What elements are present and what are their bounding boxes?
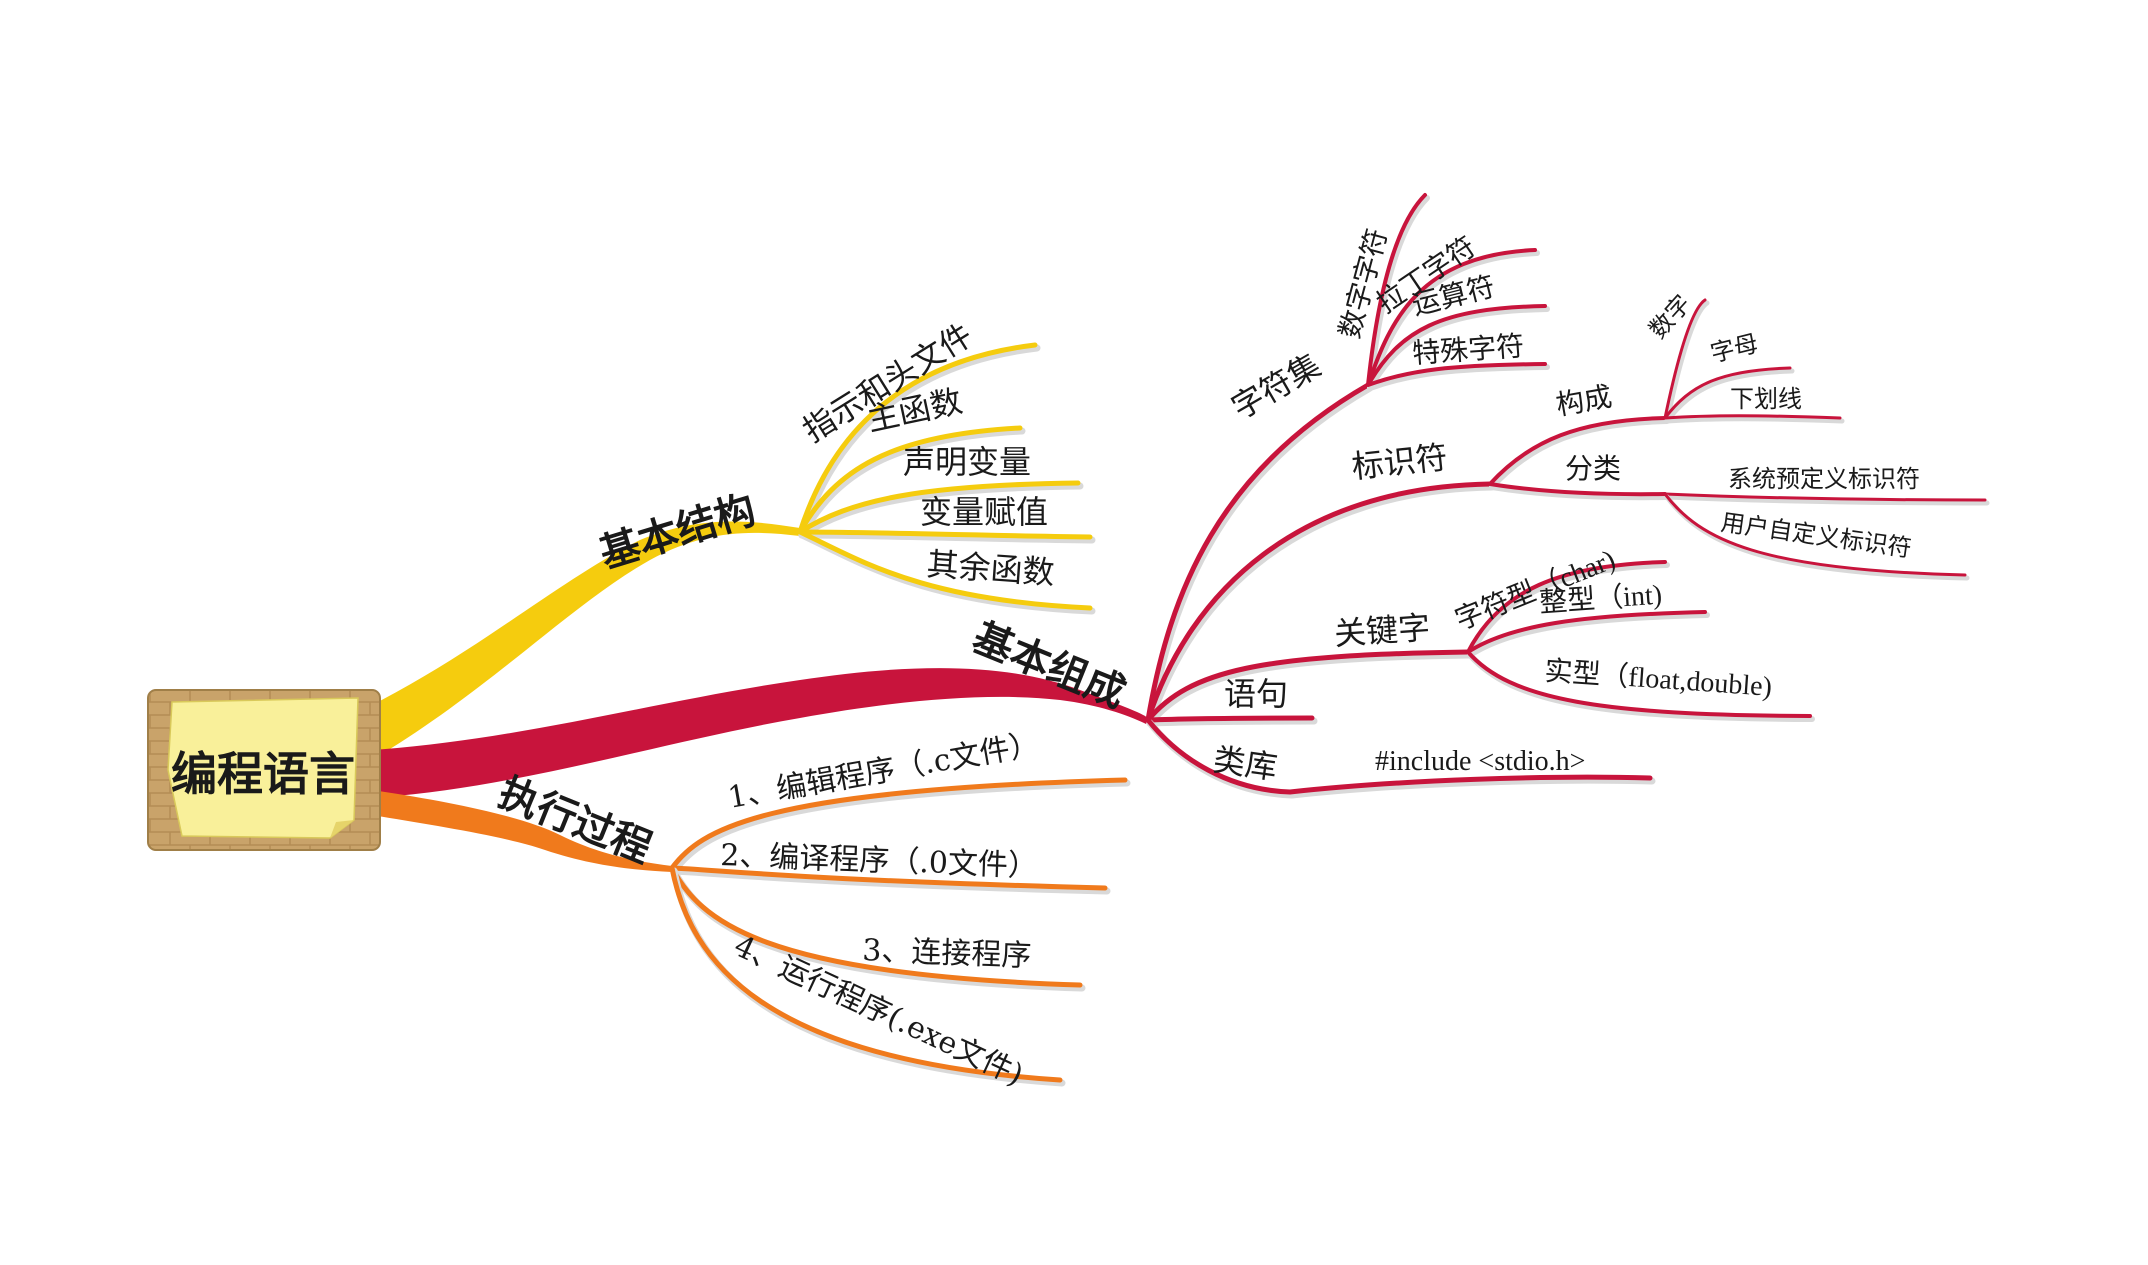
structure-lines — [797, 342, 1096, 615]
line-category-1 — [1663, 492, 1987, 502]
line-charset-1-shadow — [1367, 195, 1430, 391]
line-composition-1 — [1663, 298, 1707, 420]
line-keyword-1-shadow — [1467, 562, 1670, 658]
line-charset-2 — [1366, 248, 1537, 387]
line-composition-3 — [1663, 414, 1842, 420]
label-charset-item-4[interactable]: 特殊字符 — [1411, 329, 1525, 370]
line-structure-3 — [797, 480, 1081, 535]
line-charset-4 — [1366, 362, 1547, 387]
line-composition-1-shadow — [1664, 300, 1710, 424]
line-execution-2 — [669, 865, 1108, 891]
labels: 基本结构 基本组成 执行过程 指示和头文件 主函数 声明变量 变量赋值 其余函数… — [492, 225, 1920, 1093]
label-library[interactable]: 类库 — [1211, 740, 1280, 787]
line-composition-shadow — [1489, 418, 1670, 490]
label-structure-item-3[interactable]: 声明变量 — [903, 443, 1031, 481]
label-composition[interactable]: 构成 — [1553, 380, 1614, 422]
line-structure-2-shadow — [798, 427, 1026, 539]
root-label: 编程语言 — [171, 747, 355, 801]
label-category-item-2[interactable]: 用户自定义标识符 — [1719, 508, 1913, 562]
line-keyword-1 — [1466, 560, 1667, 654]
line-execution-3 — [669, 865, 1083, 988]
line-charset — [1145, 382, 1371, 723]
line-execution-4 — [669, 865, 1063, 1083]
line-category — [1488, 482, 1667, 497]
line-execution-1-shadow — [670, 779, 1131, 875]
line-identifier-shadow — [1146, 483, 1496, 727]
label-category[interactable]: 分类 — [1565, 452, 1621, 485]
label-keyword[interactable]: 关键字 — [1333, 608, 1431, 653]
line-structure-4 — [797, 529, 1093, 540]
line-identifier — [1145, 481, 1493, 723]
line-execution-1 — [669, 777, 1128, 871]
label-statement[interactable]: 语句 — [1224, 675, 1288, 713]
root-node[interactable]: 编程语言 — [147, 689, 381, 851]
line-composition — [1488, 416, 1667, 486]
line-composition-2 — [1663, 366, 1792, 420]
line-charset-4-shadow — [1367, 364, 1550, 391]
line-statement-shadow — [1146, 717, 1318, 727]
sticky-note-curl — [330, 820, 354, 838]
line-charset-3 — [1366, 304, 1547, 387]
execution-lines — [669, 777, 1131, 1087]
label-library-item-1[interactable]: #include <stdio.h> — [1375, 746, 1585, 777]
line-category-2 — [1663, 492, 1967, 577]
components-lines — [1145, 193, 1990, 799]
line-structure-1-shadow — [798, 344, 1041, 539]
line-category-1-shadow — [1664, 494, 1990, 506]
line-library — [1145, 717, 1653, 795]
label-identifier[interactable]: 标识符 — [1350, 438, 1449, 486]
label-execution-item-3[interactable]: 3、连接程序 — [862, 933, 1032, 974]
label-composition-item-3[interactable]: 下划线 — [1730, 385, 1802, 413]
branch-execution — [372, 790, 672, 872]
line-keyword — [1145, 649, 1471, 723]
label-structure-item-4[interactable]: 变量赋值 — [920, 493, 1048, 531]
label-structure-item-5[interactable]: 其余函数 — [925, 545, 1055, 592]
main-branches — [372, 521, 1148, 872]
line-charset-3-shadow — [1367, 306, 1550, 391]
line-structure-3-shadow — [798, 482, 1084, 539]
label-execution-item-1[interactable]: 1、编辑程序（.c文件） — [725, 727, 1042, 816]
line-charset-shadow — [1146, 384, 1374, 727]
line-composition-2-shadow — [1664, 368, 1795, 424]
label-composition-item-2[interactable]: 字母 — [1708, 329, 1761, 368]
label-structure[interactable]: 基本结构 — [594, 486, 761, 578]
line-structure-2 — [797, 425, 1023, 535]
line-charset-2-shadow — [1367, 250, 1540, 391]
line-structure-1 — [797, 342, 1038, 535]
line-keyword-3 — [1466, 650, 1812, 718]
line-composition-3-shadow — [1664, 416, 1845, 424]
line-structure-4-shadow — [798, 531, 1096, 544]
label-components[interactable]: 基本组成 — [966, 614, 1132, 718]
label-charset[interactable]: 字符集 — [1225, 346, 1327, 427]
line-keyword-2 — [1466, 610, 1707, 654]
line-structure-5 — [797, 529, 1093, 611]
branch-components — [372, 668, 1148, 798]
label-keyword-item-3[interactable]: 实型（float,double) — [1544, 655, 1774, 703]
line-statement — [1145, 715, 1315, 723]
line-execution-2-shadow — [670, 867, 1111, 895]
line-category-shadow — [1489, 484, 1670, 501]
line-keyword-shadow — [1146, 651, 1474, 727]
line-keyword-2-shadow — [1467, 612, 1710, 658]
label-category-item-1[interactable]: 系统预定义标识符 — [1728, 465, 1920, 493]
line-charset-1 — [1366, 193, 1427, 387]
